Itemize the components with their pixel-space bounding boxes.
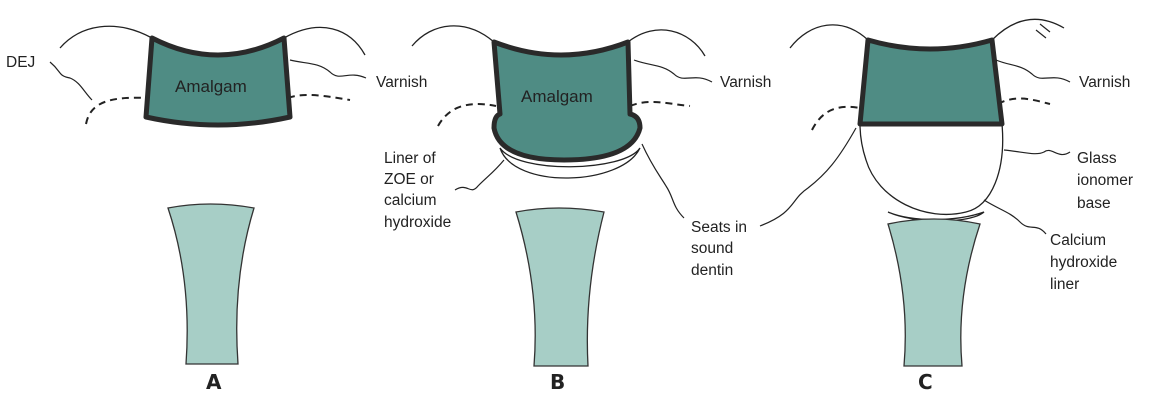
seats-label-line-2: sound (691, 240, 733, 257)
liner-zoe-label-line-4: hydroxide (384, 214, 451, 231)
panel-label-b: B (550, 370, 565, 394)
dej-dashed-line-b-left (438, 104, 496, 126)
varnish-pointer-b (634, 60, 712, 82)
dej-dashed-line-a-left (86, 98, 148, 124)
glass-ionomer-pointer (1004, 150, 1070, 155)
amalgam-label-a: Amalgam (175, 77, 247, 96)
panel-b: Amalgam Varnish Liner of ZOE or calcium … (0, 0, 771, 394)
glass-ionomer-base-c (860, 124, 1003, 214)
seats-label-line-1: Seats in (691, 219, 747, 236)
seats-pointer-right (760, 128, 856, 226)
dej-pointer (50, 62, 92, 100)
glass-ionomer-label-line-3: base (1077, 195, 1111, 212)
varnish-pointer-c (996, 60, 1070, 82)
glass-ionomer-label-line-2: ionomer (1077, 172, 1133, 189)
liner-zoe-pointer (455, 160, 504, 190)
dej-dashed-line-a-right (288, 95, 350, 100)
liner-zoe-label-line-2: ZOE or (384, 171, 434, 188)
seats-label-line-3: dentin (691, 262, 733, 279)
calcium-liner-pointer (984, 200, 1046, 234)
tooth-outline-a (60, 26, 365, 55)
panel-c: Varnish Glass ionomer base Calcium hydro… (790, 19, 1133, 394)
calcium-liner-label-line-3: liner (1050, 276, 1079, 293)
amalgam-label-b: Amalgam (521, 87, 593, 106)
dej-dashed-line-c-left (812, 107, 860, 130)
varnish-label-b: Varnish (720, 74, 771, 91)
liner-zoe-label-line-3: calcium (384, 192, 437, 209)
panel-label-c: C (918, 370, 933, 394)
pulp-chamber-c (888, 219, 980, 366)
calcium-liner-label: Calcium hydroxide liner (1050, 232, 1117, 293)
varnish-pointer-a (290, 60, 366, 78)
dej-dashed-line-b-right (630, 102, 690, 106)
panel-label-a: A (206, 370, 222, 394)
liner-zoe-label: Liner of ZOE or calcium hydroxide (384, 150, 451, 231)
calcium-liner-label-line-2: hydroxide (1050, 254, 1117, 271)
tooth-outline-c (790, 19, 1064, 48)
tooth-outline-b (412, 26, 705, 56)
panel-a: Amalgam DEJ Varnish A (6, 26, 427, 394)
pulp-chamber-b (516, 208, 604, 366)
dej-label: DEJ (6, 54, 35, 71)
calcium-liner-label-line-1: Calcium (1050, 232, 1106, 249)
varnish-label-c: Varnish (1079, 74, 1130, 91)
liner-zoe-label-line-1: Liner of (384, 150, 436, 167)
seats-label: Seats in sound dentin (691, 219, 747, 279)
dej-dashed-line-c-right (998, 99, 1050, 104)
glass-ionomer-label-line-1: Glass (1077, 150, 1117, 167)
seats-pointer-left (642, 144, 684, 218)
pulp-chamber-a (168, 204, 254, 364)
instrument-tip-c (1036, 24, 1050, 38)
varnish-label-a: Varnish (376, 74, 427, 91)
glass-ionomer-label: Glass ionomer base (1077, 150, 1133, 212)
restoration-c (860, 40, 1002, 124)
